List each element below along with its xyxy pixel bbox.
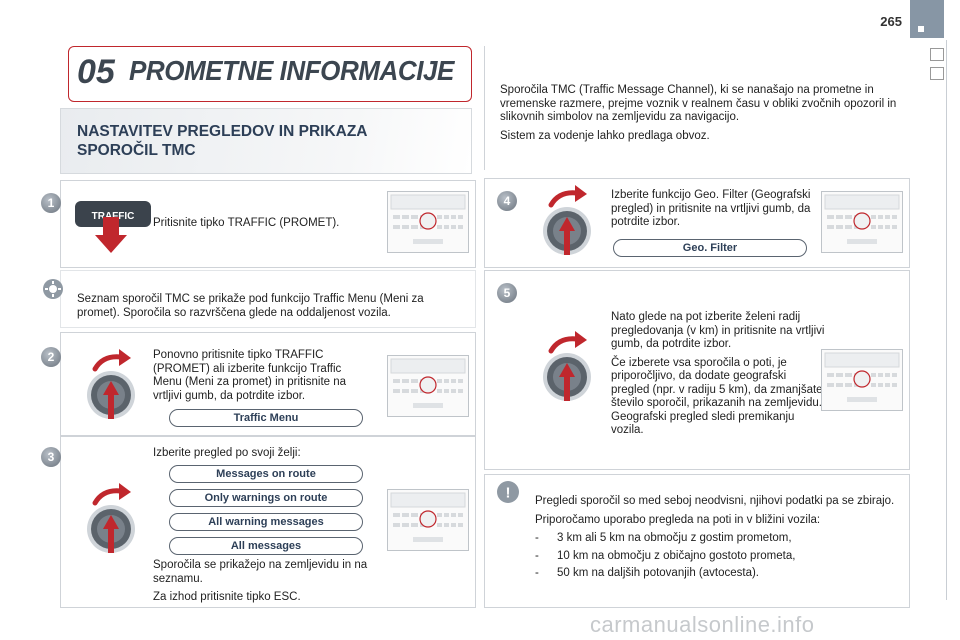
section-title-line1: NASTAVITEV PREGLEDOV IN PRIKAZA <box>77 123 368 140</box>
radio-panel-icon <box>387 489 469 551</box>
all-messages-button[interactable]: All messages <box>169 537 363 555</box>
step-3-after-2: Za izhod pritisnite tipko ESC. <box>153 591 301 603</box>
warning-list-item: - 50 km na daljših potovanjih (avtocesta… <box>535 567 899 581</box>
step-5-panel: 5 Nato glede na pot izberite želeni radi… <box>484 270 910 470</box>
section-title-line2: SPOROČIL TMC <box>77 142 196 159</box>
only-warnings-on-route-button[interactable]: Only warnings on route <box>169 489 363 507</box>
tip-panel: Seznam sporočil TMC se prikaže pod funkc… <box>43 270 476 328</box>
warning-list-item: - 10 km na območju z običajno gostoto pr… <box>535 550 899 564</box>
intro-paragraph-1: Sporočila TMC (Traffic Message Channel),… <box>500 84 897 123</box>
radio-panel-icon <box>387 355 469 417</box>
rotary-knob-icon <box>537 183 601 263</box>
warning-text: Pregledi sporočil so med seboj neodvisni… <box>535 495 899 585</box>
step-5-text: Nato glede na pot izberite želeni radij … <box>611 311 827 443</box>
sidebar-box-1 <box>930 48 944 61</box>
page-number: 265 <box>880 14 902 29</box>
step-4-number: 4 <box>497 191 517 211</box>
step-3-panel: 3 Izberite pregled po svoji želji: Messa… <box>41 436 476 610</box>
intro-divider <box>484 46 485 170</box>
traffic-key-icon: TRAFFIC <box>73 195 153 255</box>
step-5-paragraph-2: Če izberete vsa sporočila o poti, je pri… <box>611 356 823 437</box>
step-3-after: Sporočila se prikažejo na zemljevidu in … <box>153 559 377 610</box>
warning-paragraph-2: Priporočamo uporabo pregleda na poti in … <box>535 513 821 526</box>
warning-panel: ! Pregledi sporočil so med seboj neodvis… <box>484 474 910 608</box>
step-1-number: 1 <box>41 193 61 213</box>
step-3-number: 3 <box>41 447 61 467</box>
warning-item-2: 10 km na območju z običajno gostoto prom… <box>557 549 796 562</box>
list-dash: - <box>535 567 539 579</box>
chapter-title: PROMETNE INFORMACIJE <box>129 55 454 86</box>
step-2-number: 2 <box>41 347 61 367</box>
sidebar-rule <box>946 40 947 600</box>
list-dash: - <box>535 549 539 562</box>
warning-item-3: 50 km na daljših potovanjih (avtocesta). <box>557 567 759 579</box>
list-dash: - <box>535 532 539 544</box>
warning-paragraph-1: Pregledi sporočil so med seboj neodvisni… <box>535 495 895 507</box>
step-3-after-1: Sporočila se prikažejo na zemljevidu in … <box>153 559 368 585</box>
traffic-key-label: TRAFFIC <box>92 211 135 222</box>
messages-on-route-button[interactable]: Messages on route <box>169 465 363 483</box>
step-2-text: Ponovno pritisnite tipko TRAFFIC (PROMET… <box>153 349 347 402</box>
chapter-header: 05 PROMETNE INFORMACIJE <box>68 46 472 102</box>
sidebar-tab-marker <box>918 26 924 32</box>
intro-paragraph-2: Sistem za vodenje lahko predlaga obvoz. <box>500 129 710 142</box>
rotary-knob-icon <box>81 347 145 427</box>
chapter-number: 05 <box>77 53 115 91</box>
section-title-box: NASTAVITEV PREGLEDOV IN PRIKAZA SPOROČIL… <box>60 108 472 174</box>
radio-panel-icon <box>821 191 903 253</box>
intro-text: Sporočila TMC (Traffic Message Channel),… <box>500 84 910 148</box>
warning-list-item: - 3 km ali 5 km na območju z gostim prom… <box>535 532 899 546</box>
gear-tip-icon <box>43 279 63 299</box>
warning-icon: ! <box>497 481 519 503</box>
tip-text: Seznam sporočil TMC se prikaže pod funkc… <box>77 293 424 319</box>
step-3-text: Izberite pregled po svoji želji: <box>153 447 301 459</box>
warning-item-1: 3 km ali 5 km na območju z gostim promet… <box>557 532 792 544</box>
radio-panel-icon <box>387 191 469 253</box>
all-warning-messages-button[interactable]: All warning messages <box>169 513 363 531</box>
watermark: carmanualsonline.info <box>590 612 815 637</box>
sidebar-tab <box>910 0 944 38</box>
sidebar-box-2 <box>930 67 944 80</box>
step-2-panel: 2 Ponovno pritisnite tipko TRAFFIC (PROM… <box>41 332 476 436</box>
traffic-menu-button[interactable]: Traffic Menu <box>169 409 363 427</box>
step-4-panel: 4 Izberite funkcijo Geo. Filter (Geograf… <box>484 178 910 268</box>
rotary-knob-icon <box>537 329 601 409</box>
geo-filter-button[interactable]: Geo. Filter <box>613 239 807 257</box>
step-5-number: 5 <box>497 283 517 303</box>
step-1-panel: 1 TRAFFIC Pritisnite tipko TRAFFIC (PROM… <box>41 180 476 268</box>
step-1-text: Pritisnite tipko TRAFFIC (PROMET). <box>153 217 340 229</box>
step-4-text: Izberite funkcijo Geo. Filter (Geografsk… <box>611 189 811 228</box>
rotary-knob-icon <box>81 481 145 561</box>
radio-panel-icon <box>821 349 903 411</box>
warning-icon-mark: ! <box>506 485 511 502</box>
step-5-paragraph-1: Nato glede na pot izberite želeni radij … <box>611 311 825 350</box>
